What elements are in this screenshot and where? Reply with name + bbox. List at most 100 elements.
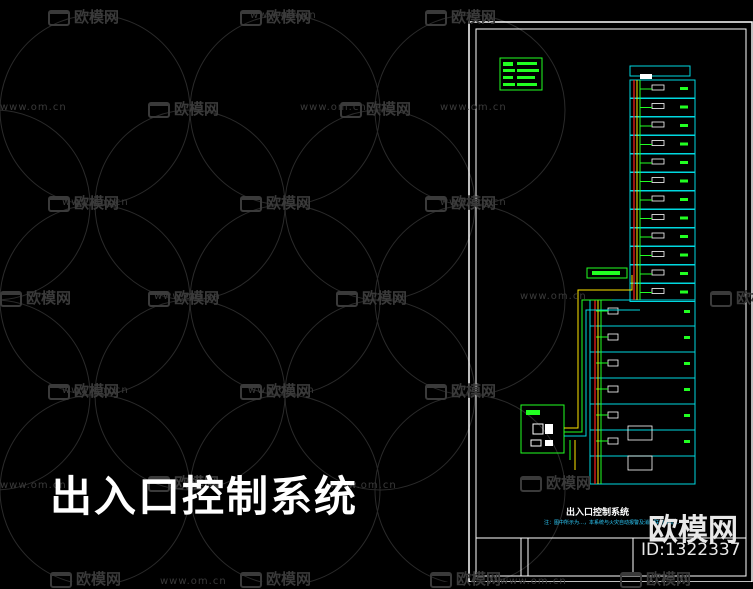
- sofa-icon: [240, 9, 262, 26]
- floor-device: [651, 232, 665, 239]
- floor-label: [680, 179, 688, 183]
- sofa-icon: [336, 290, 358, 307]
- plaza-box-label: [592, 271, 620, 275]
- lower-floor-row: [589, 429, 696, 457]
- sofa-icon: [620, 571, 642, 588]
- watermark-url: www.om.cn: [440, 102, 507, 113]
- lower-floor-label: [684, 414, 690, 417]
- lower-floor-label: [684, 388, 690, 391]
- watermark-logo: 欧模网: [148, 98, 219, 119]
- sofa-icon: [148, 475, 170, 492]
- floor-device: [651, 158, 665, 165]
- sofa-icon: [148, 101, 170, 118]
- watermark-logo: 欧模网: [340, 98, 411, 119]
- floor-label: [680, 272, 688, 275]
- watermark-url: www.om.cn: [330, 480, 397, 491]
- floor-label: [680, 142, 688, 146]
- lower-floor-row: [589, 377, 696, 405]
- floor-label: [680, 198, 688, 201]
- drawing-title: 出入口控制系统: [566, 508, 630, 518]
- floor-row: [629, 283, 696, 302]
- lower-floor-device: [607, 359, 619, 367]
- lower-floor-device: [607, 307, 619, 315]
- watermark-logo: 欧模网: [520, 472, 591, 493]
- watermark-logo-text: 欧模网: [266, 382, 312, 400]
- watermark-logo-text: 欧模网: [451, 382, 497, 400]
- roof-label: [640, 74, 652, 79]
- sofa-icon: [48, 195, 70, 212]
- watermark-logo: 欧模网: [240, 568, 311, 589]
- watermark-logo: 欧模网: [425, 6, 496, 27]
- riser-diagram: [589, 65, 696, 485]
- watermark-circle: [0, 109, 91, 301]
- watermark-logo: 欧模网: [50, 568, 121, 589]
- watermark-logo: 欧模网: [336, 287, 407, 308]
- lower-floor-label: [684, 440, 690, 443]
- sofa-icon: [240, 383, 262, 400]
- floor-label: [680, 290, 688, 294]
- watermark-url: www.om.cn: [248, 385, 315, 396]
- floor-label: [680, 216, 688, 220]
- watermark-logo-text: 欧模网: [366, 100, 412, 118]
- page-title: 出入口控制系统: [50, 472, 359, 521]
- basement-device: [627, 425, 653, 441]
- watermark-url: www.om.cn: [0, 480, 67, 491]
- watermark-logo-text: 欧模网: [74, 382, 120, 400]
- watermark-logo: 欧模网: [240, 192, 311, 213]
- floor-device: [651, 121, 665, 128]
- lower-floor-row: [589, 299, 696, 327]
- lower-floor-device: [607, 411, 619, 419]
- floor-label: [680, 235, 688, 238]
- floor-label: [680, 253, 688, 257]
- lower-floor-label: [684, 362, 690, 365]
- watermark-logo-text: 欧模网: [174, 474, 220, 492]
- control-room-box: [520, 404, 565, 454]
- sheet-inner-frame: [475, 28, 747, 577]
- watermark-circle: [284, 299, 476, 491]
- sofa-icon: [148, 290, 170, 307]
- plaza-box: [586, 267, 628, 279]
- sofa-icon: [240, 571, 262, 588]
- watermark-logo-text: 欧模网: [546, 474, 592, 492]
- watermark-url: www.om.cn: [300, 102, 367, 113]
- lower-floor-device: [607, 333, 619, 341]
- lower-floor-row: [589, 325, 696, 353]
- floor-device: [651, 140, 665, 146]
- brand-id: ID:1322337: [641, 540, 741, 560]
- sofa-icon: [340, 101, 362, 118]
- lower-floor-device: [607, 385, 619, 393]
- watermark-logo: 欧模网: [48, 6, 119, 27]
- watermark-logo-text: 欧模网: [266, 570, 312, 588]
- watermark-logo-text: 欧模网: [74, 8, 120, 26]
- floor-device: [651, 214, 665, 220]
- watermark-logo: 欧模网: [148, 287, 219, 308]
- watermark-url: www.om.cn: [62, 385, 129, 396]
- watermark-logo-text: 欧模网: [362, 289, 408, 307]
- watermark-logo-text: 欧模网: [451, 8, 497, 26]
- watermark-logo-text: 欧模网: [174, 289, 220, 307]
- watermark-logo: 欧模网: [710, 287, 753, 308]
- sofa-icon: [520, 475, 542, 492]
- floor-device: [651, 177, 665, 183]
- watermark-logo: 欧模网: [48, 192, 119, 213]
- watermark-logo-text: 欧模网: [26, 289, 72, 307]
- floor-label: [680, 124, 688, 127]
- floor-device: [651, 195, 665, 202]
- watermark-url: www.om.cn: [440, 197, 507, 208]
- watermark-logo-text: 欧模网: [456, 570, 502, 588]
- floor-device: [651, 269, 665, 276]
- sheet-outer-frame: [468, 21, 753, 582]
- floor-device: [651, 103, 665, 109]
- basement-device: [627, 455, 653, 471]
- watermark-url: www.om.cn: [62, 197, 129, 208]
- floor-label: [680, 105, 688, 109]
- brand-logo: 欧模网: [648, 513, 738, 548]
- sofa-icon: [425, 383, 447, 400]
- watermark-url: www.om.cn: [154, 291, 221, 302]
- watermark-logo: 欧模网: [48, 380, 119, 401]
- watermark-logo-text: 欧模网: [451, 194, 497, 212]
- sofa-icon: [240, 195, 262, 212]
- watermark-url: www.om.cn: [250, 10, 317, 21]
- watermark-logo-text: 欧模网: [174, 100, 220, 118]
- sofa-icon: [425, 9, 447, 26]
